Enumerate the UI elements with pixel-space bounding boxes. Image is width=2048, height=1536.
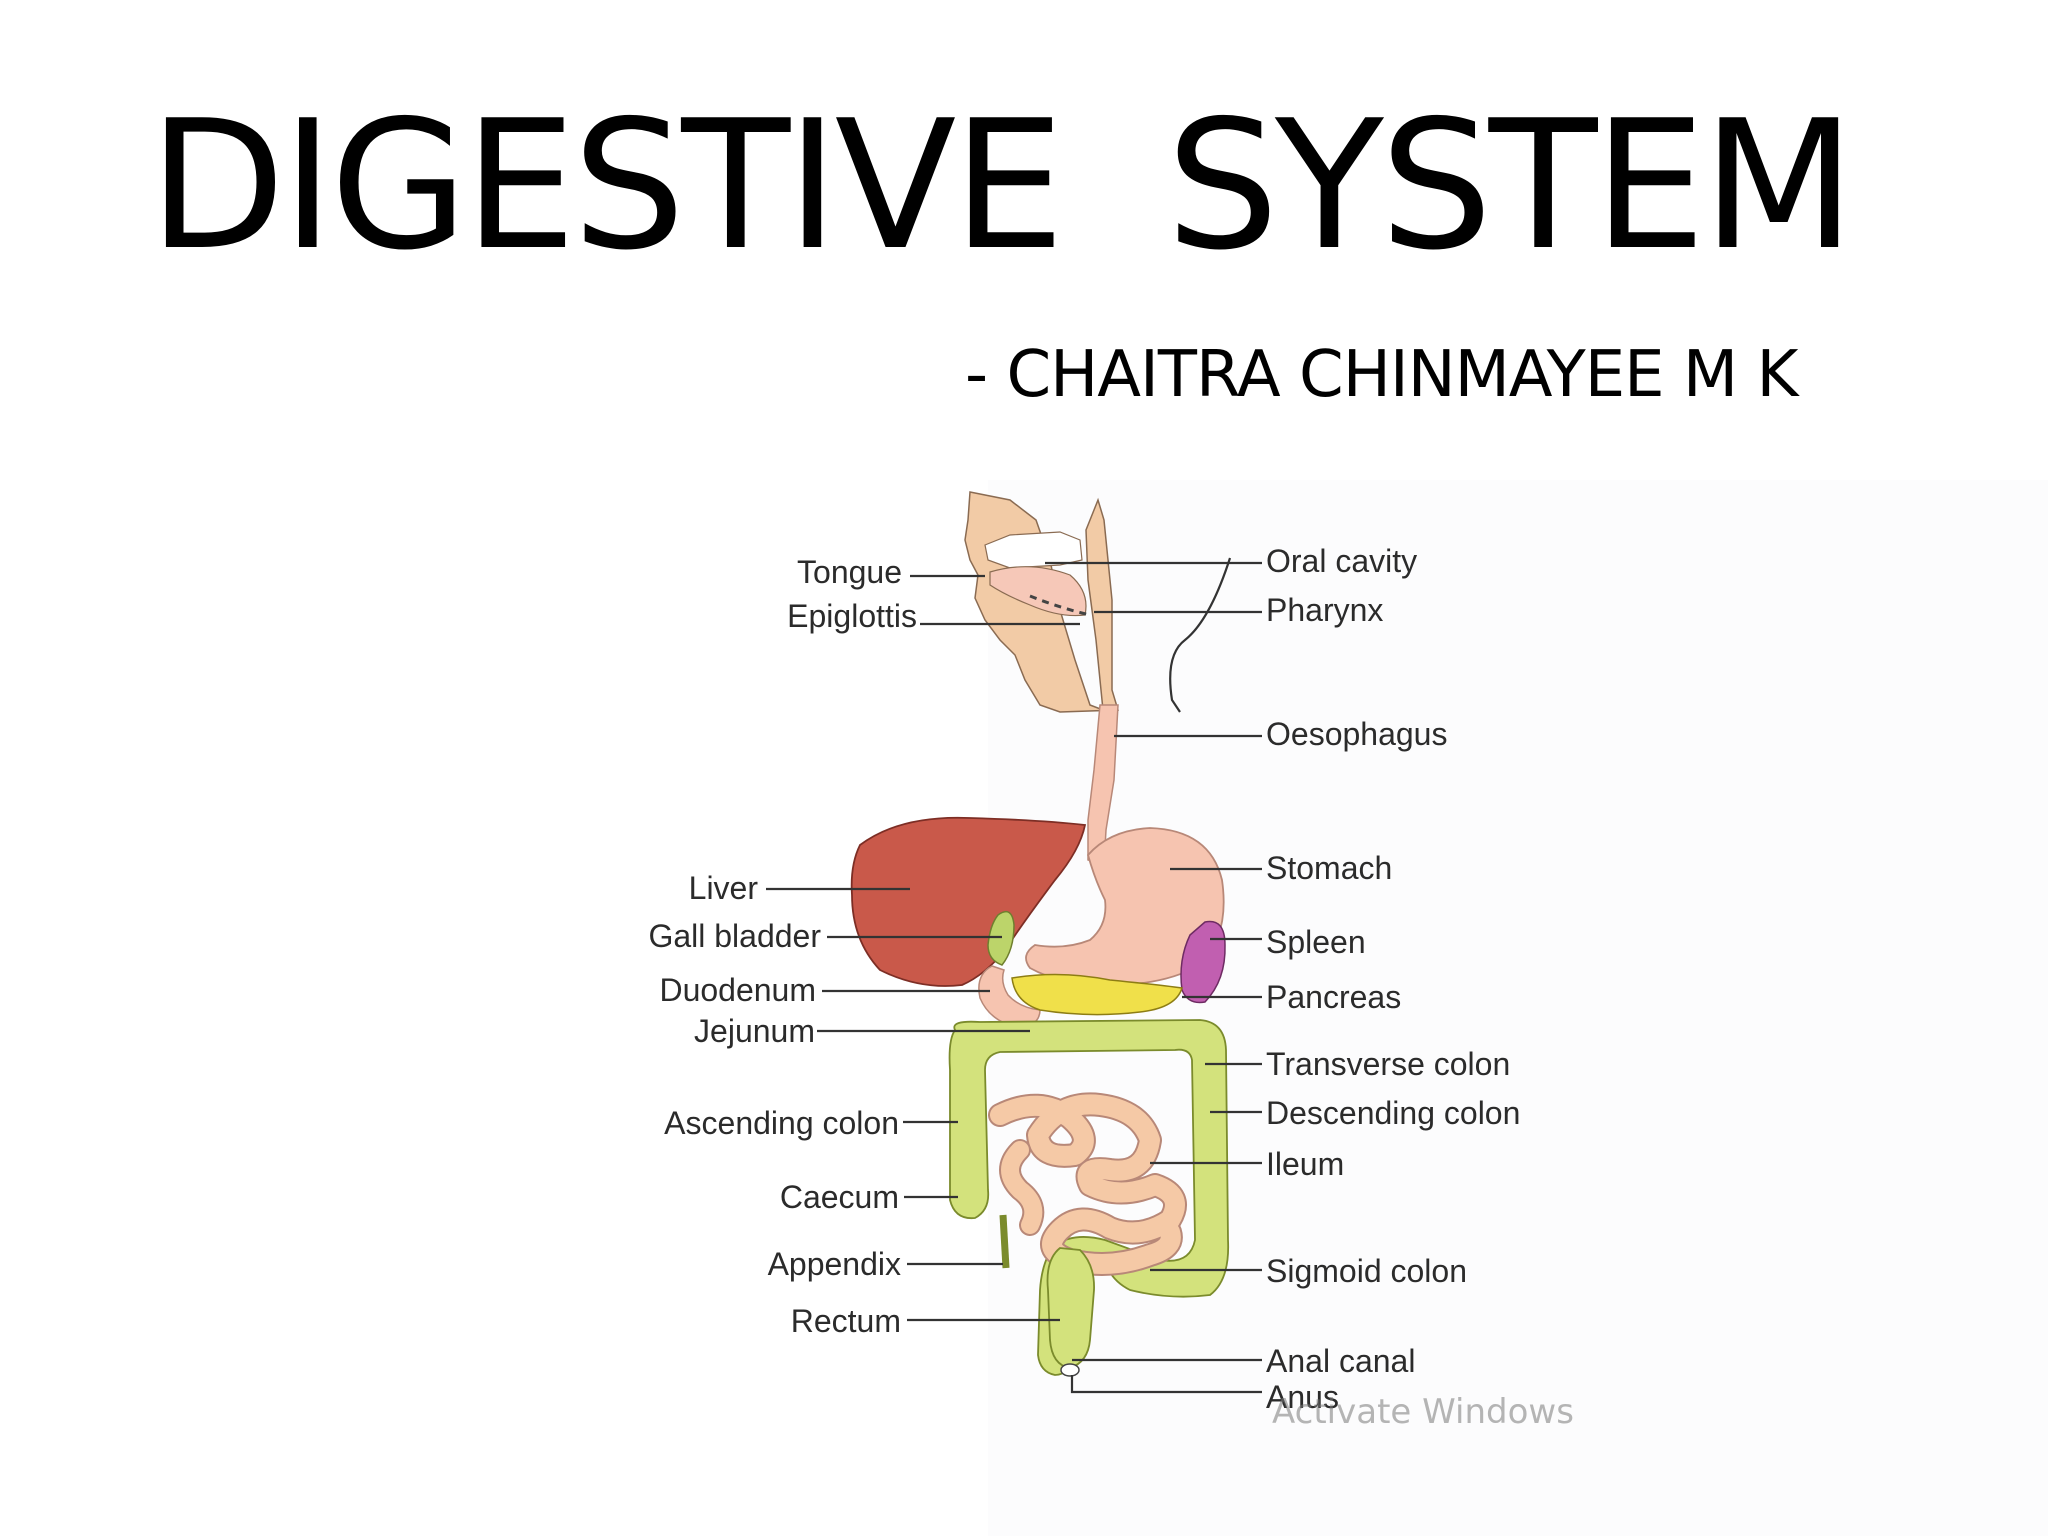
slide-title: DIGESTIVE SYSTEM — [148, 82, 1855, 289]
label-epiglottis: Epiglottis — [787, 598, 917, 634]
label-ascending-colon: Ascending colon — [664, 1105, 899, 1141]
label-oesophagus: Oesophagus — [1266, 716, 1447, 752]
label-sigmoid-colon: Sigmoid colon — [1266, 1253, 1467, 1289]
label-ileum: Ileum — [1266, 1146, 1344, 1182]
label-anus: Anus — [1266, 1379, 1339, 1415]
label-spleen: Spleen — [1266, 924, 1366, 960]
label-pancreas: Pancreas — [1266, 979, 1401, 1015]
label-jejunum: Jejunum — [694, 1013, 815, 1049]
label-rectum: Rectum — [791, 1303, 901, 1339]
label-oral-cavity: Oral cavity — [1266, 543, 1417, 579]
slide-author: - CHAITRA CHINMAYEE M K — [965, 338, 1798, 412]
anus-marker — [1060, 1363, 1080, 1377]
large-intestine — [948, 1019, 1230, 1376]
head-profile — [964, 491, 1232, 713]
label-pharynx: Pharynx — [1266, 592, 1383, 628]
appendix-organ — [999, 1214, 1010, 1269]
activate-windows-watermark: Activate Windows — [1272, 1392, 1574, 1432]
rectum-organ — [1046, 1247, 1095, 1369]
label-caecum: Caecum — [780, 1179, 899, 1215]
label-tongue: Tongue — [797, 554, 902, 590]
label-anal-canal: Anal canal — [1266, 1343, 1415, 1379]
right-labels: Oral cavity Pharynx Oesophagus Stomach S… — [1266, 543, 1520, 1415]
label-liver: Liver — [689, 870, 759, 906]
gall-bladder-organ — [987, 910, 1015, 966]
label-appendix: Appendix — [768, 1246, 901, 1282]
label-descending-colon: Descending colon — [1266, 1095, 1520, 1131]
pancreas-organ — [1011, 973, 1183, 1016]
label-gall-bladder: Gall bladder — [648, 918, 821, 954]
label-transverse-colon: Transverse colon — [1266, 1046, 1510, 1082]
spleen-organ — [1180, 920, 1226, 1004]
label-stomach: Stomach — [1266, 850, 1392, 886]
left-labels: Tongue Epiglottis Liver Gall bladder Duo… — [648, 554, 917, 1339]
leader-lines — [766, 561, 1262, 1394]
label-duodenum: Duodenum — [659, 972, 816, 1008]
